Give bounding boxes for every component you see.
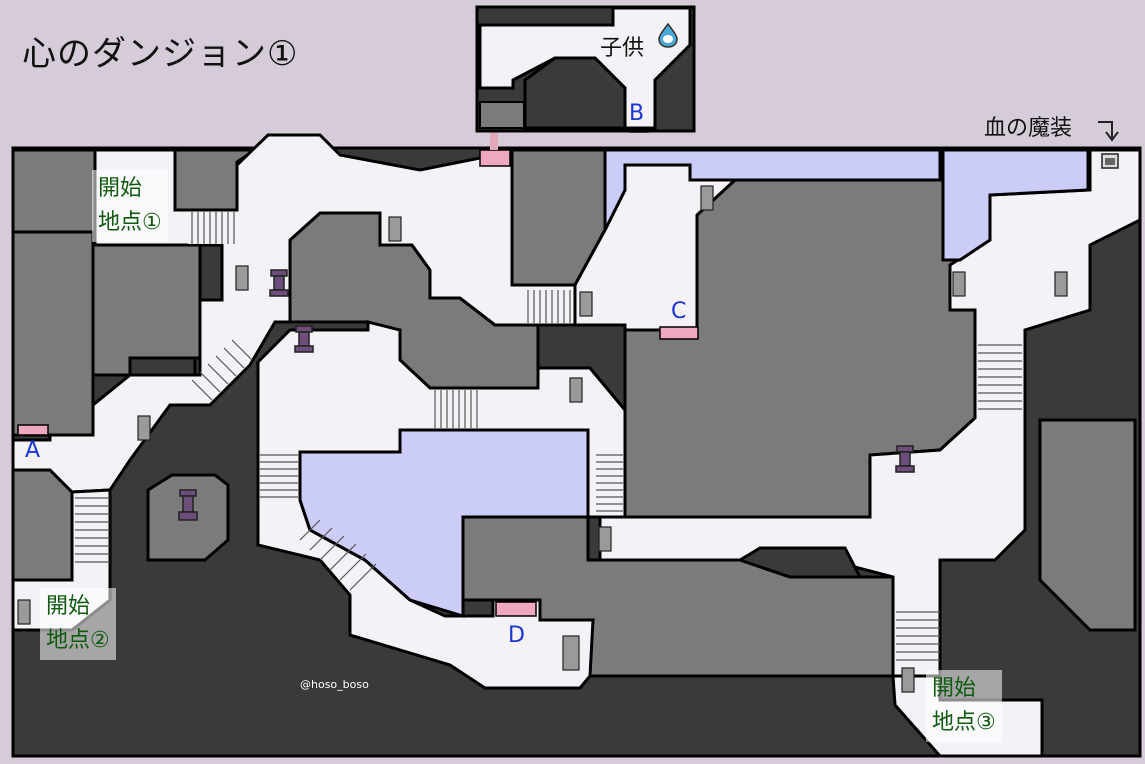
statue-1 xyxy=(269,269,289,297)
start-point-2-line2: 地点② xyxy=(46,628,110,653)
stairs-5 xyxy=(260,454,298,498)
author-credit: @hoso_boso xyxy=(300,678,369,691)
water-areas xyxy=(298,148,1090,619)
door-d-label: D xyxy=(508,623,525,648)
vent-7 xyxy=(598,526,612,552)
start-point-1-line1: 開始 xyxy=(98,176,143,201)
statue-2 xyxy=(294,325,314,353)
stairs-4 xyxy=(75,497,110,563)
stairs-1 xyxy=(188,212,236,244)
vent-2 xyxy=(388,216,402,242)
vent-9 xyxy=(1054,271,1068,297)
vent-3 xyxy=(137,415,151,441)
arrow-down-icon xyxy=(1098,121,1119,142)
water-drop-icon xyxy=(658,22,678,48)
door-d-marker xyxy=(495,601,537,617)
vent-5 xyxy=(700,185,714,211)
vent-grates xyxy=(17,185,1068,693)
door-c-marker xyxy=(659,326,699,340)
stairs-7 xyxy=(978,344,1022,410)
vent-8 xyxy=(952,271,966,297)
statue-3 xyxy=(895,445,915,473)
vent-6 xyxy=(569,377,583,403)
map-title: 心のダンジョン① xyxy=(22,34,299,74)
start-point-1: 開始 地点① xyxy=(92,170,168,242)
blood-armor-label: 血の魔装 xyxy=(984,116,1073,141)
door-b-label: B xyxy=(629,101,645,126)
start-point-3: 開始 地点③ xyxy=(926,670,1002,742)
stairs-2 xyxy=(527,290,571,323)
vent-11 xyxy=(901,667,915,693)
vent-1 xyxy=(235,265,249,291)
vent-10 xyxy=(17,599,31,625)
start-point-2-line1: 開始 xyxy=(46,594,91,619)
stairs-diagonal-1 xyxy=(191,339,253,401)
door-c-label: C xyxy=(671,299,687,324)
door-a-label: A xyxy=(25,438,41,463)
statue-4 xyxy=(178,489,198,521)
child-label: 子供 xyxy=(600,36,645,61)
upper-room xyxy=(475,5,696,133)
start-point-3-line1: 開始 xyxy=(932,676,977,701)
stairs-3 xyxy=(434,390,478,428)
vent-4 xyxy=(579,291,593,317)
door-top-marker xyxy=(479,149,511,167)
stairs-8 xyxy=(896,611,940,661)
start-point-2: 開始 地点② xyxy=(40,588,116,660)
statues xyxy=(178,269,915,521)
vent-12 xyxy=(562,635,580,671)
dark-walls xyxy=(128,323,863,579)
start-point-3-line2: 地点③ xyxy=(932,710,996,735)
start-point-1-line2: 地点① xyxy=(98,210,162,235)
stairs-6 xyxy=(596,454,623,512)
staircases xyxy=(75,212,1022,661)
chest-icon xyxy=(1101,153,1119,169)
stairs-diagonal-2 xyxy=(299,519,377,591)
door-a-marker xyxy=(17,424,49,436)
